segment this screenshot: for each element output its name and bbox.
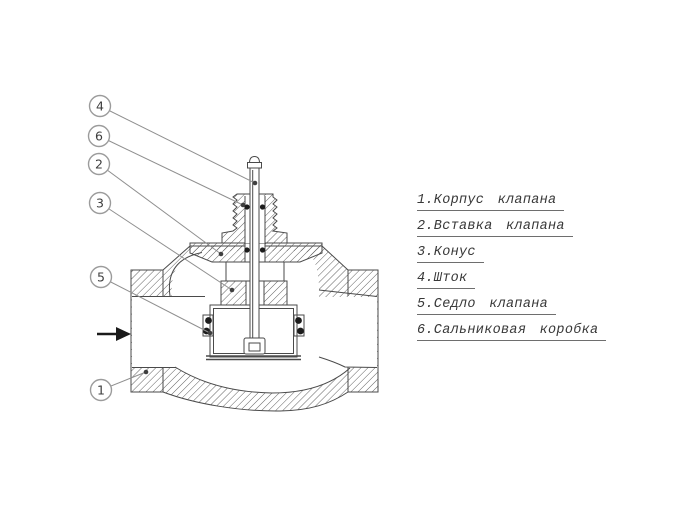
legend-item-6: 6.Сальниковая коробка (417, 322, 607, 341)
leader-line-5 (100, 276, 211, 334)
parts-legend: 1.Корпус клапана 2.Вставка клапана 3.Кон… (417, 192, 607, 348)
callout-1-number: 1 (97, 383, 105, 398)
callout-1: 1 (89, 378, 113, 402)
callout-2-number: 2 (95, 157, 103, 172)
stem (243, 155, 266, 355)
packing-seals (244, 204, 266, 253)
leader-line-2 (98, 163, 222, 255)
leader-line-6 (98, 135, 244, 206)
callout-3: 3 (88, 191, 112, 215)
callout-6: 6 (87, 124, 111, 148)
legend-item-4: 4.Шток (417, 270, 476, 289)
callout-5: 5 (89, 265, 113, 289)
leader-line-3 (99, 202, 233, 291)
callout-4: 4 (88, 94, 112, 118)
callout-5-number: 5 (97, 270, 105, 285)
legend-item-5: 5.Седло клапана (417, 296, 557, 315)
legend-item-1: 1.Корпус клапана (417, 192, 565, 211)
callout-2: 2 (87, 152, 111, 176)
callout-4-number: 4 (96, 99, 104, 114)
legend-item-2: 2.Вставка клапана (417, 218, 573, 237)
legend-item-3: 3.Конус (417, 244, 484, 263)
callout-3-number: 3 (96, 196, 104, 211)
flow-direction-arrow (97, 327, 131, 341)
callout-6-number: 6 (95, 129, 103, 144)
valve-seat (202, 314, 305, 337)
leader-lines (98, 105, 258, 391)
leader-line-4 (99, 105, 256, 184)
